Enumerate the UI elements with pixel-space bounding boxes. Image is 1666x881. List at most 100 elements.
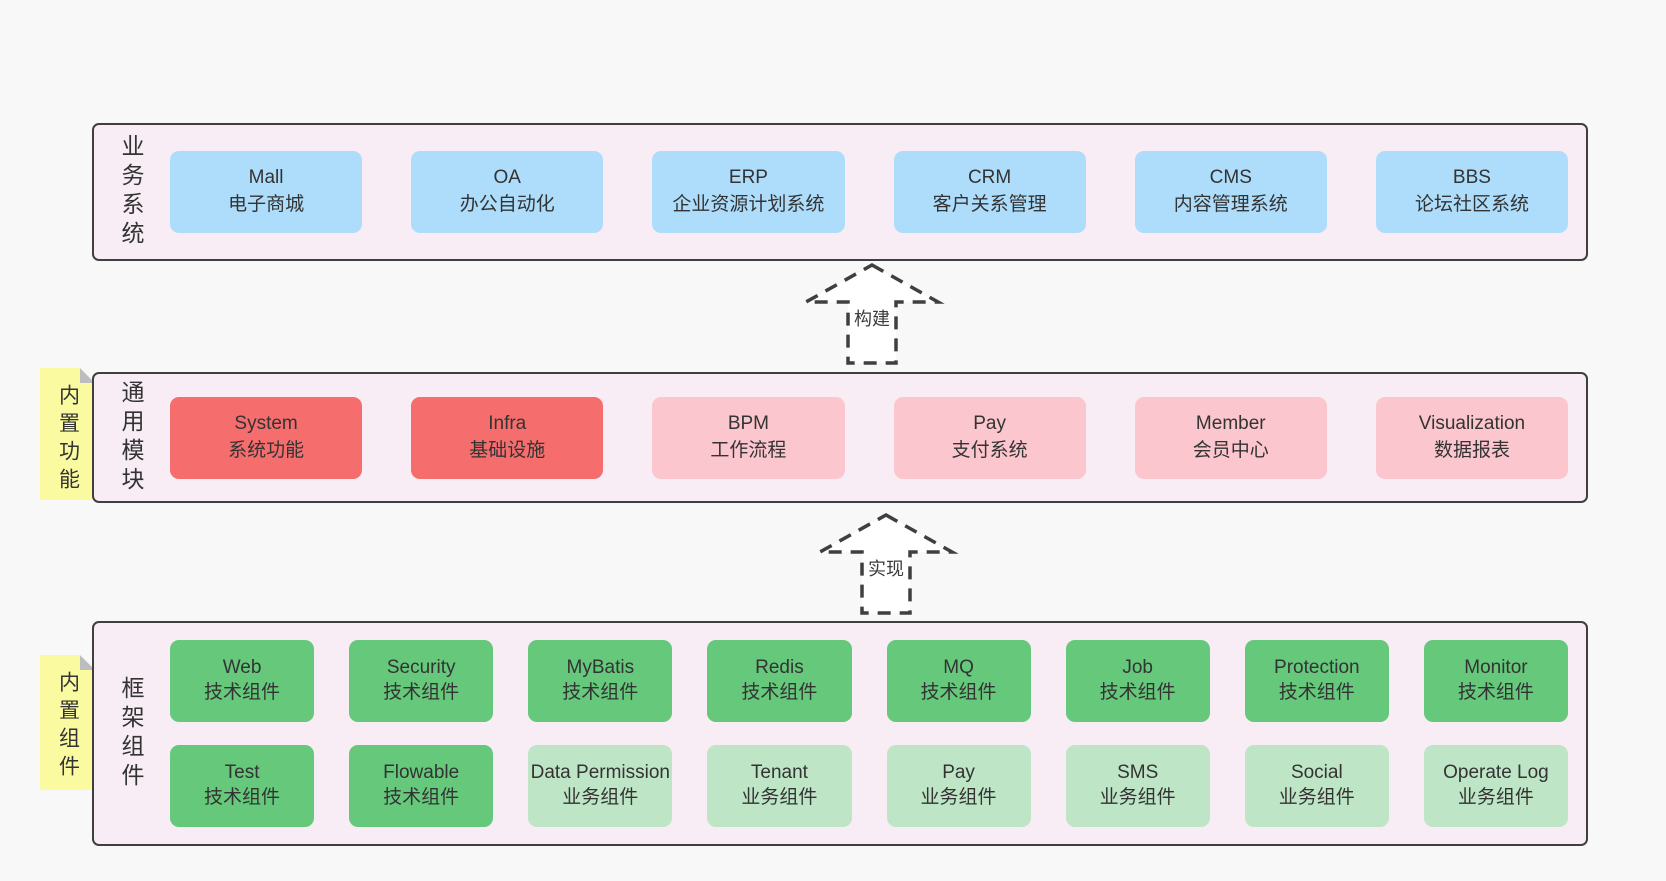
- business-box-cms: CMS 内容管理系统: [1134, 151, 1327, 233]
- box-subtitle: 基础设施: [469, 439, 546, 461]
- modules-box-pay: Pay 支付系统: [893, 396, 1086, 479]
- components-box-mybatis: MyBatis 技术组件: [528, 640, 673, 722]
- components-box-social: Social 业务组件: [1244, 745, 1389, 827]
- box-title: Social: [1290, 762, 1343, 784]
- layer-side-label: 框架组件: [118, 675, 144, 792]
- box-subtitle: 论坛社区系统: [1414, 194, 1529, 215]
- arrow-implement: 实现: [813, 512, 959, 616]
- box-subtitle: 工作流程: [710, 439, 787, 461]
- business-box-mall: Mall 电子商城: [170, 151, 363, 233]
- box-title: CRM: [967, 167, 1012, 189]
- components-box-job: Job 技术组件: [1065, 640, 1210, 722]
- layer-business-systems: 业务系统 Mall 电子商城 OA 办公自动化 ERP 企业资源计划系统 CRM 客户关系管理…: [92, 123, 1588, 261]
- box-title: Test: [224, 762, 260, 784]
- components-box-security: Security 技术组件: [349, 640, 494, 722]
- box-title: SMS: [1117, 762, 1159, 784]
- box-subtitle: 业务组件: [741, 787, 818, 808]
- box-title: Web: [222, 657, 262, 679]
- components-box-sms: SMS 业务组件: [1065, 745, 1210, 827]
- box-subtitle: 支付系统: [951, 439, 1028, 461]
- box-title: Flowable: [383, 762, 460, 784]
- box-subtitle: 业务组件: [1099, 787, 1176, 808]
- box-subtitle: 企业资源计划系统: [672, 194, 825, 215]
- box-subtitle: 技术组件: [383, 682, 460, 703]
- box-title: Operate Log: [1443, 762, 1549, 784]
- layer-side-label: 业务系统: [118, 134, 144, 250]
- layer-side-label: 通用模块: [118, 379, 144, 496]
- components-box-flowable: Flowable 技术组件: [349, 745, 494, 827]
- modules-box-bpm: BPM 工作流程: [652, 396, 845, 479]
- box-title: Member: [1195, 412, 1266, 434]
- box-title: Security: [386, 657, 456, 679]
- box-title: Job: [1122, 657, 1153, 679]
- module-box-row: System 系统功能 Infra 基础设施 BPM 工作流程 Pay 支付系统 Member 会…: [170, 396, 1569, 479]
- modules-box-infra: Infra 基础设施: [411, 396, 604, 479]
- box-title: CMS: [1209, 167, 1252, 189]
- box-subtitle: 客户关系管理: [932, 194, 1047, 215]
- box-title: Redis: [755, 657, 804, 679]
- sticky-tag-built-in-components: 内置组件: [40, 655, 95, 790]
- business-box-bbs: BBS 论坛社区系统: [1375, 151, 1569, 233]
- box-subtitle: 技术组件: [920, 682, 997, 703]
- box-subtitle: 技术组件: [1278, 682, 1355, 703]
- box-title: System: [234, 412, 298, 434]
- business-box-crm: CRM 客户关系管理: [893, 151, 1086, 233]
- box-subtitle: 技术组件: [1457, 682, 1534, 703]
- components-box-operate-log: Operate Log 业务组件: [1423, 745, 1568, 827]
- modules-box-system: System 系统功能: [170, 396, 363, 479]
- business-box-row: Mall 电子商城 OA 办公自动化 ERP 企业资源计划系统 CRM 客户关系管理 CMS 内容…: [170, 151, 1569, 233]
- components-box-protection: Protection 技术组件: [1244, 640, 1389, 722]
- arrow-build-label: 构建: [851, 304, 893, 332]
- box-subtitle: 业务组件: [1278, 787, 1355, 808]
- box-subtitle: 系统功能: [228, 439, 305, 461]
- box-title: Protection: [1274, 657, 1360, 679]
- box-title: MyBatis: [566, 657, 635, 679]
- box-subtitle: 业务组件: [1457, 787, 1534, 808]
- components-box-mq: MQ 技术组件: [886, 640, 1031, 722]
- arrow-build: 构建: [799, 262, 945, 366]
- box-subtitle: 电子商城: [228, 194, 305, 215]
- box-subtitle: 技术组件: [1099, 682, 1176, 703]
- components-box-web: Web 技术组件: [170, 640, 315, 722]
- box-title: BPM: [727, 412, 770, 434]
- components-box-redis: Redis 技术组件: [707, 640, 852, 722]
- box-title: ERP: [728, 167, 768, 189]
- box-title: Pay: [942, 762, 975, 784]
- box-title: Monitor: [1464, 657, 1528, 679]
- box-title: Infra: [488, 412, 527, 434]
- components-box-pay: Pay 业务组件: [886, 745, 1031, 827]
- box-subtitle: 技术组件: [204, 787, 281, 808]
- components-box-tenant: Tenant 业务组件: [707, 745, 852, 827]
- sticky-tag-label: 内置功能: [56, 384, 80, 496]
- box-title: BBS: [1452, 167, 1491, 189]
- modules-box-member: Member 会员中心: [1134, 396, 1327, 479]
- box-subtitle: 办公自动化: [459, 194, 555, 215]
- box-title: Tenant: [750, 762, 808, 784]
- box-title: MQ: [943, 657, 974, 679]
- sticky-tag-label: 内置组件: [56, 671, 80, 783]
- box-subtitle: 技术组件: [562, 682, 639, 703]
- box-title: Visualization: [1418, 412, 1526, 434]
- arrow-implement-label: 实现: [865, 554, 907, 582]
- business-box-erp: ERP 企业资源计划系统: [652, 151, 845, 233]
- components-box-test: Test 技术组件: [170, 745, 315, 827]
- box-subtitle: 业务组件: [920, 787, 997, 808]
- box-subtitle: 数据报表: [1433, 439, 1510, 461]
- box-title: Data Permission: [530, 762, 670, 784]
- layer-common-modules: 通用模块 System 系统功能 Infra 基础设施 BPM 工作流程 Pay 支付系统 Me…: [92, 372, 1588, 503]
- modules-box-visualization: Visualization 数据报表: [1375, 396, 1569, 479]
- box-title: Pay: [973, 412, 1006, 434]
- box-subtitle: 技术组件: [741, 682, 818, 703]
- box-title: Mall: [248, 167, 284, 189]
- box-subtitle: 会员中心: [1192, 439, 1269, 461]
- business-box-oa: OA 办公自动化: [411, 151, 604, 233]
- box-subtitle: 技术组件: [204, 682, 281, 703]
- components-box-monitor: Monitor 技术组件: [1423, 640, 1568, 722]
- box-subtitle: 技术组件: [383, 787, 460, 808]
- box-subtitle: 内容管理系统: [1173, 194, 1288, 215]
- box-title: OA: [493, 167, 521, 189]
